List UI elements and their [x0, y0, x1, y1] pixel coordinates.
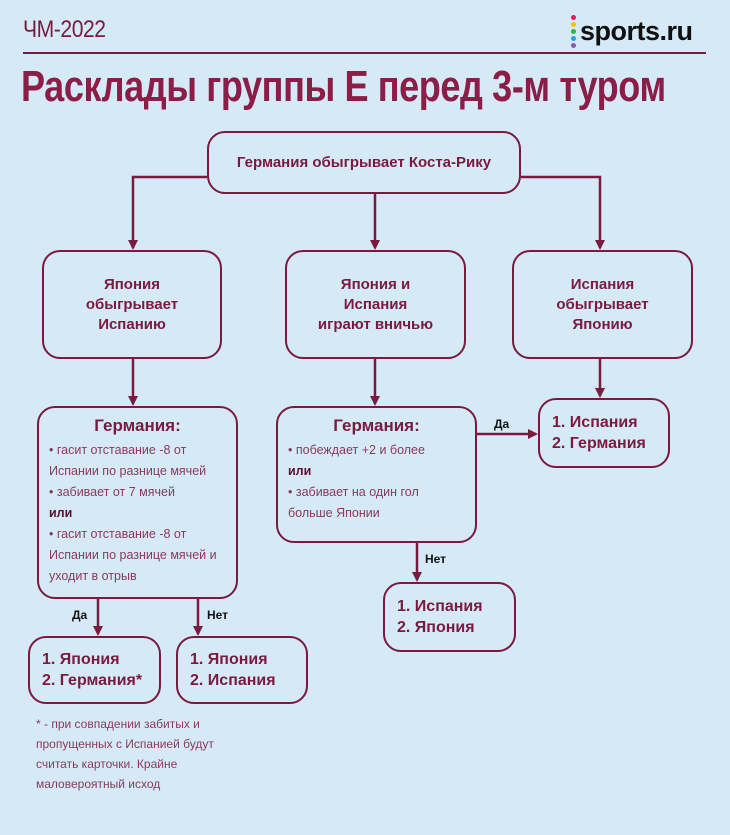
result-line: 1. Испания [552, 414, 638, 431]
root-scenario-text: Германия обыгрывает Коста-Рику [236, 153, 492, 171]
footnote: * - при совпадении забитых и пропущенных… [36, 717, 214, 791]
yes-label: Да [494, 417, 510, 431]
result-line: 1. Испания [397, 598, 483, 615]
condition-line: • побеждает +2 и более [288, 443, 425, 457]
scenario-box-draw: Япония и Испания играют вничью [285, 250, 466, 359]
condition-line: • забивает на один гол больше Японии [288, 485, 419, 520]
sports-ru-logo: sports.ru [571, 14, 693, 48]
result-box-spain-wins: 1. Испания 2. Германия [538, 398, 670, 468]
result-line: 1. Япония [42, 651, 120, 668]
condition-box-center: Германия: • побеждает +2 и более или • з… [276, 406, 477, 543]
logo-text: sports.ru [580, 15, 693, 46]
condition-box-left: Германия: • гасит отставание -8 от Испан… [37, 406, 238, 599]
root-scenario-box: Германия обыгрывает Коста-Рику [207, 131, 521, 194]
result-line: 2. Германия* [42, 672, 143, 689]
scenario-box-japan-wins: Япония обыгрывает Испанию [42, 250, 222, 359]
condition-line: • гасит отставание -8 от Испании по разн… [49, 443, 207, 478]
result-line: 2. Германия [552, 435, 646, 452]
arrowhead [528, 429, 538, 439]
condition-heading: Германия: [333, 416, 420, 435]
arrowhead [370, 240, 380, 250]
result-box-left-yes: 1. Япония 2. Германия* [28, 636, 161, 704]
condition-line: • забивает от 7 мячей [49, 485, 175, 499]
arrowhead [595, 240, 605, 250]
scenario-text: Япония обыгрывает Испанию [85, 275, 179, 333]
result-line: 2. Япония [397, 619, 475, 636]
logo-dot [571, 14, 576, 20]
arrowhead [595, 388, 605, 398]
no-label: Нет [425, 552, 447, 566]
yes-label: Да [72, 608, 88, 622]
connector-root-left [131, 175, 207, 248]
connector-root-right [521, 175, 602, 248]
logo-dot [571, 28, 576, 34]
result-box-center-no: 1. Испания 2. Япония [383, 582, 516, 652]
scenario-box-spain-wins: Испания обыгрывает Японию [512, 250, 693, 359]
scenario-text: Япония и Испания играют вничью [317, 275, 434, 333]
result-line: 1. Япония [190, 651, 268, 668]
condition-heading: Германия: [94, 416, 181, 435]
scenario-text: Испания обыгрывает Японию [556, 275, 649, 333]
arrowhead [193, 626, 203, 636]
logo-dot [571, 35, 576, 41]
tournament-tag: ЧМ-2022 [23, 16, 106, 43]
result-box-left-no: 1. Япония 2. Испания [176, 636, 308, 704]
page-title: Расклады группы Е перед 3-м туром [21, 62, 666, 111]
no-label: Нет [207, 608, 229, 622]
arrowhead [128, 240, 138, 250]
condition-or: или [49, 506, 73, 520]
arrowhead [412, 572, 422, 582]
arrowhead [93, 626, 103, 636]
arrowhead [128, 396, 138, 406]
condition-or: или [288, 464, 312, 478]
condition-line: • гасит отставание -8 от Испании по разн… [49, 527, 217, 583]
logo-dot [571, 21, 576, 27]
arrowhead [370, 396, 380, 406]
header-divider [23, 52, 706, 54]
logo-dots-icon [571, 14, 576, 48]
result-line: 2. Испания [190, 672, 276, 689]
logo-dot [571, 42, 576, 48]
